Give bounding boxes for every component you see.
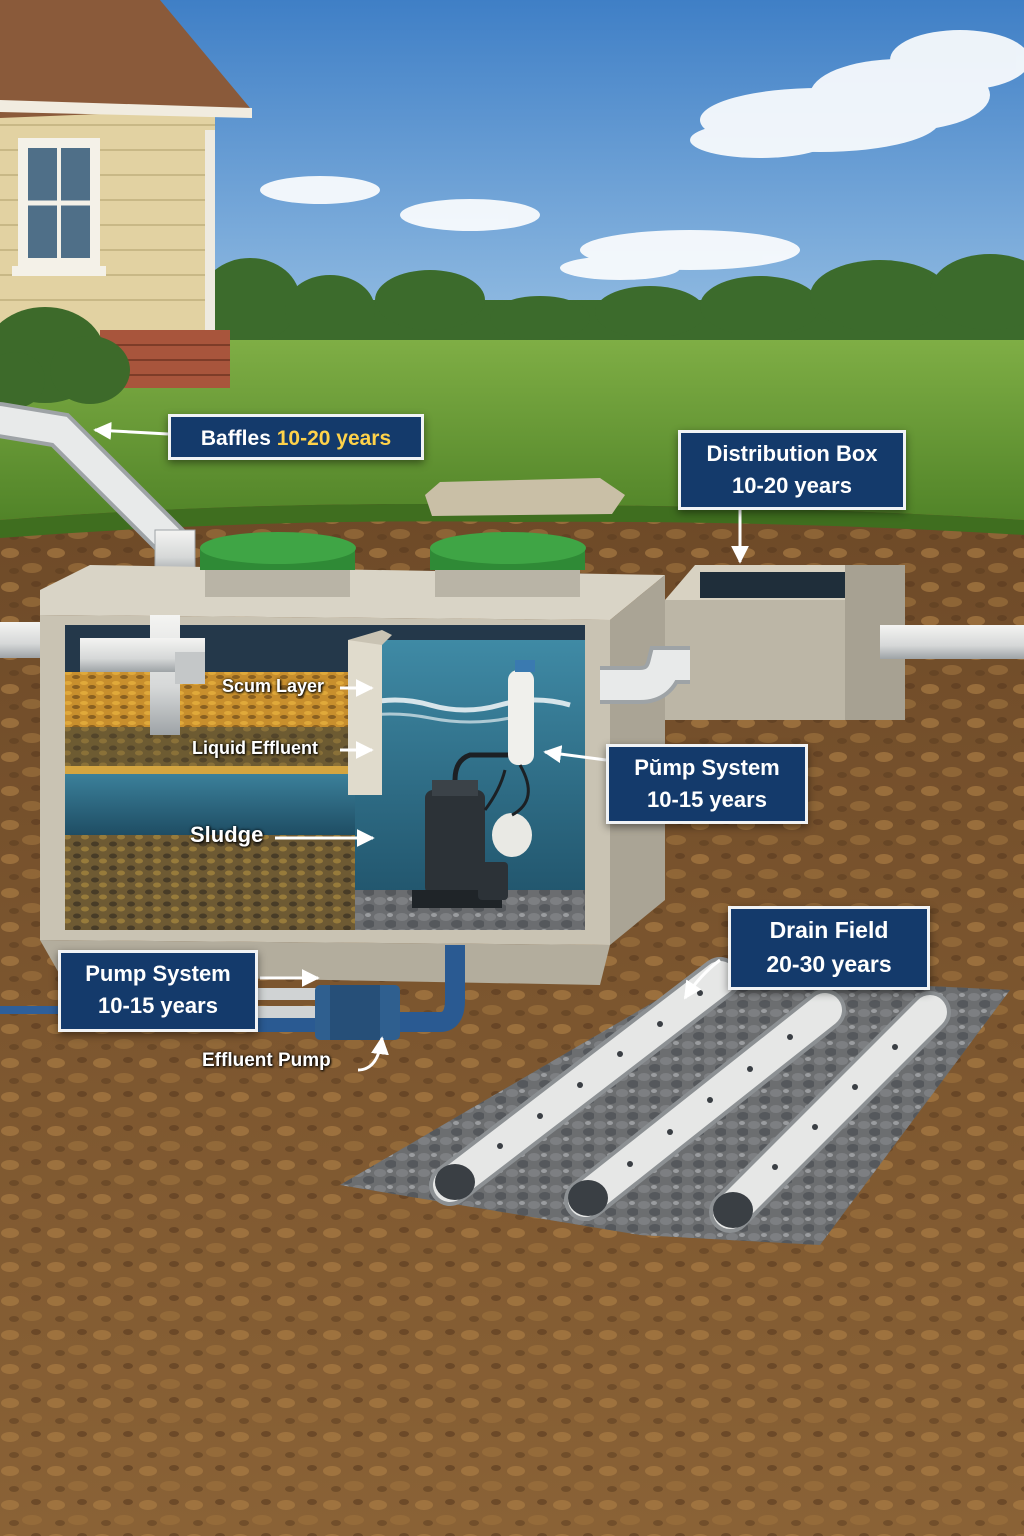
arrow-baffles [93,421,169,440]
septic-tank [40,565,665,985]
label-scum-layer: Scum Layer [222,676,325,696]
callout-pump-system-line: Pump System 10-15 years [58,950,258,1032]
callout-baffles: Baffles 10-20 years [168,414,424,460]
dbox-outlet-pipe [880,625,1024,659]
grass-edge [0,504,1024,538]
distribution-box [665,565,905,720]
tank-lids [200,532,586,597]
callout-drain-field-years: 20-30 years [766,950,892,977]
callout-pump-system-tank-title: Pŭmp System [634,755,780,780]
callout-pump-system-line-years: 10-15 years [98,993,218,1019]
callout-distribution-box-years: 10-20 years [732,473,852,499]
callout-baffles-years: 10-20 years [276,427,392,450]
callout-pump-system-tank-years: 10-15 years [647,787,767,813]
callout-drain-field-title: Drain Field [769,917,889,943]
tank-outlet-pipe [600,646,690,704]
pump-line [0,945,465,1040]
stone-slab [425,478,625,516]
callout-baffles-title: Baffles [200,427,271,450]
callout-distribution-box-title: Distribution Box [706,441,878,466]
label-sludge: Sludge [190,822,264,847]
callout-pump-system-tank: Pŭmp System 10-15 years [606,744,808,824]
arrow-effluent-pump [357,1036,389,1072]
drain-field-pipes [429,957,951,1233]
arrow-pump-system-tank [543,745,607,764]
clouds [260,30,1024,280]
left-pipe [0,622,45,658]
shrub [0,307,130,408]
label-effluent-pump: Effluent Pump [202,1050,331,1071]
callout-drain-field: Drain Field 20-30 years [728,906,930,990]
arrow-drain-field [683,958,721,1000]
label-liquid-effluent: Liquid Effluent [192,738,318,758]
submersible-pump [412,660,535,908]
leader-arrows [93,421,749,1072]
callout-distribution-box: Distribution Box 10-20 years [678,430,906,510]
callout-pump-system-line-title: Pump System [85,961,231,986]
